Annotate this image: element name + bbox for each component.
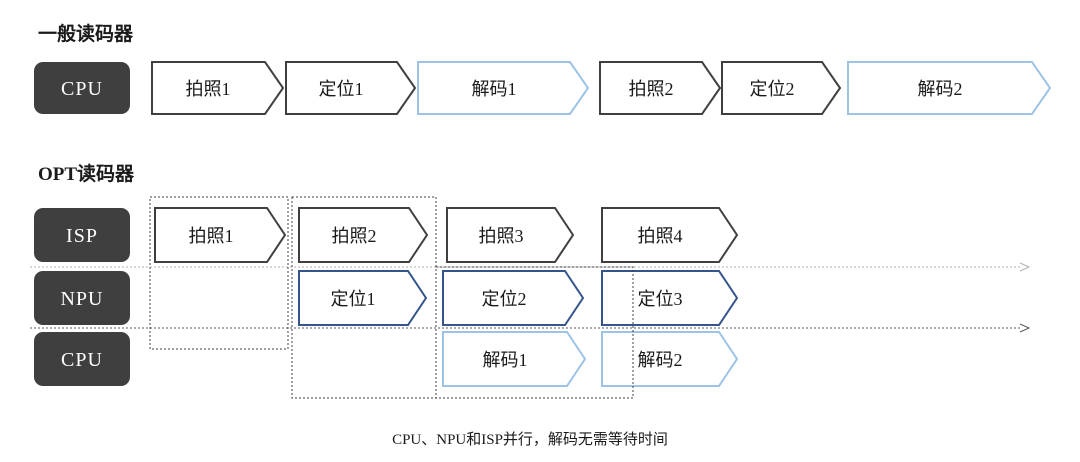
general-stage-decode2-label: 解码2 <box>918 79 963 99</box>
opt-isp-capture4-arrow <box>601 207 739 263</box>
opt-npu-locate3-arrow <box>601 270 739 326</box>
opt-cpu-decode2-label: 解码2 <box>638 350 683 370</box>
general-stage-locate1-arrow <box>285 61 417 115</box>
general-stage-capture1-arrow <box>151 61 285 115</box>
general-section-title: 一般读码器 <box>38 22 134 45</box>
general-cpu-lane-pill <box>34 62 130 114</box>
opt-cpu-lane-pill <box>34 332 130 386</box>
opt-cpu-decode1-arrow <box>442 331 587 387</box>
general-stage-decode1-arrow <box>417 61 590 115</box>
diagram-caption: CPU、NPU和ISP并行，解码无需等待时间 <box>392 430 668 448</box>
opt-isp-capture1-arrow <box>154 207 287 263</box>
opt-isp-capture4-label: 拍照4 <box>638 226 683 246</box>
general-cpu-lane-label: CPU <box>61 78 103 100</box>
opt-isp-capture2-label: 拍照2 <box>332 226 377 246</box>
general-stage-locate2-arrow <box>721 61 842 115</box>
opt-npu-locate3-label: 定位3 <box>638 289 683 309</box>
general-stage-locate1-label: 定位1 <box>319 79 364 99</box>
general-stage-decode1-label: 解码1 <box>472 79 517 99</box>
opt-npu-lane-label: NPU <box>60 288 103 310</box>
opt-isp-lane-label: ISP <box>66 225 98 247</box>
frame-period-1-group-box <box>149 196 289 350</box>
general-stage-locate2-label: 定位2 <box>750 79 795 99</box>
opt-isp-capture3-label: 拍照3 <box>479 226 524 246</box>
opt-npu-locate1-label: 定位1 <box>331 289 376 309</box>
opt-isp-capture3-arrow <box>446 207 575 263</box>
opt-cpu-lane-label: CPU <box>61 349 103 371</box>
opt-isp-capture1-label: 拍照1 <box>189 226 234 246</box>
general-stage-capture2-arrow <box>599 61 722 115</box>
isp-npu-timeline-arrowhead-icon <box>1019 262 1031 272</box>
general-stage-capture1-label: 拍照1 <box>186 79 231 99</box>
opt-npu-lane-pill <box>34 271 130 325</box>
general-stage-capture2-label: 拍照2 <box>629 79 674 99</box>
opt-npu-locate2-label: 定位2 <box>482 289 527 309</box>
opt-cpu-decode2-arrow <box>601 331 739 387</box>
general-stage-decode2-arrow <box>847 61 1052 115</box>
opt-cpu-decode1-label: 解码1 <box>483 350 528 370</box>
opt-section-title: OPT读码器 <box>38 162 135 185</box>
npu-cpu-timeline-arrowhead-icon <box>1019 323 1031 333</box>
opt-npu-locate2-arrow <box>442 270 585 326</box>
opt-isp-capture2-arrow <box>298 207 429 263</box>
opt-isp-lane-pill <box>34 208 130 262</box>
opt-npu-locate1-arrow <box>298 270 428 326</box>
